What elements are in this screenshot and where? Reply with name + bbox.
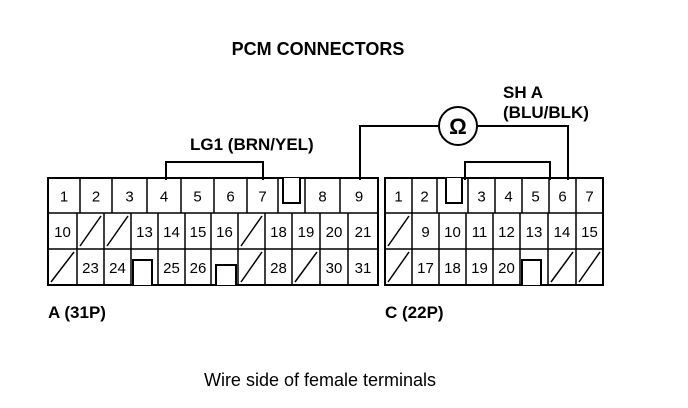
lg1-label: LG1 (BRN/YEL) [190,135,314,154]
pin-number: 3 [477,189,485,206]
pin-number: 15 [190,224,207,241]
pin-number: 7 [258,189,266,206]
pin-number: 19 [298,224,315,241]
pin-number: 4 [504,189,512,206]
pin-number: 5 [193,189,201,206]
ohmmeter-icon: Ω [438,106,478,146]
pin-number: 7 [585,189,593,206]
pin-number: 12 [498,224,515,241]
pin-number: 2 [420,189,428,206]
pin-number: 18 [270,224,287,241]
pin-number: 14 [163,224,180,241]
pin-number: 21 [355,224,372,241]
pin-number: 1 [394,189,402,206]
meter-wire-color: (BLU/BLK) [503,103,589,122]
pin-number: 20 [498,260,515,277]
pin-number: 19 [471,260,488,277]
c-connector-jumper-wire [464,161,551,180]
pin-number: 18 [444,260,461,277]
diagram-caption: Wire side of female terminals [204,370,436,390]
pin-number: 23 [82,260,99,277]
connector-c-name: C (22P) [385,303,444,322]
pin-number: 25 [163,260,180,277]
pin-number: 28 [270,260,287,277]
unused-pin-mark [294,251,318,283]
pin-number: 6 [226,189,234,206]
pin-number: 1 [60,189,68,206]
meter-wire-label: SH A [503,83,543,102]
pin-number: 8 [318,189,326,206]
pin-number: 11 [472,224,488,241]
pin-number: 3 [125,189,133,206]
pin-number: 31 [355,260,372,277]
pin-number: 17 [417,260,434,277]
pin-number: 6 [558,189,566,206]
diagram-title: PCM CONNECTORS [232,39,405,59]
pin-number: 10 [444,224,461,241]
pin-number: 30 [326,260,343,277]
pin-number: 26 [190,260,207,277]
pin-number: 14 [554,224,571,241]
meter-leads [359,125,569,180]
connector-a [47,177,379,286]
pin-number: 10 [54,224,71,241]
connector-a-name: A (31P) [48,303,106,322]
pin-number: 5 [531,189,539,206]
pin-number: 20 [326,224,343,241]
unused-pin-mark [387,215,410,247]
unused-pin-mark [550,251,574,283]
pin-number: 13 [136,224,153,241]
unused-pin-mark [240,215,263,247]
lg1-jumper-wire [165,161,264,180]
unused-pin-mark [240,251,263,283]
connector-c [384,177,604,286]
ohm-symbol: Ω [449,114,467,139]
pin-number: 9 [355,189,363,206]
pin-number: 9 [421,224,429,241]
unused-pin-mark [79,215,102,247]
pin-number: 13 [526,224,543,241]
pin-number: 16 [216,224,233,241]
pin-number: 15 [581,224,598,241]
unused-pin-mark [50,251,75,283]
pin-number: 2 [92,189,100,206]
unused-pin-mark [578,251,601,283]
pin-number: 24 [109,260,126,277]
unused-pin-mark [106,215,129,247]
pin-number: 4 [160,189,168,206]
unused-pin-mark [387,251,410,283]
